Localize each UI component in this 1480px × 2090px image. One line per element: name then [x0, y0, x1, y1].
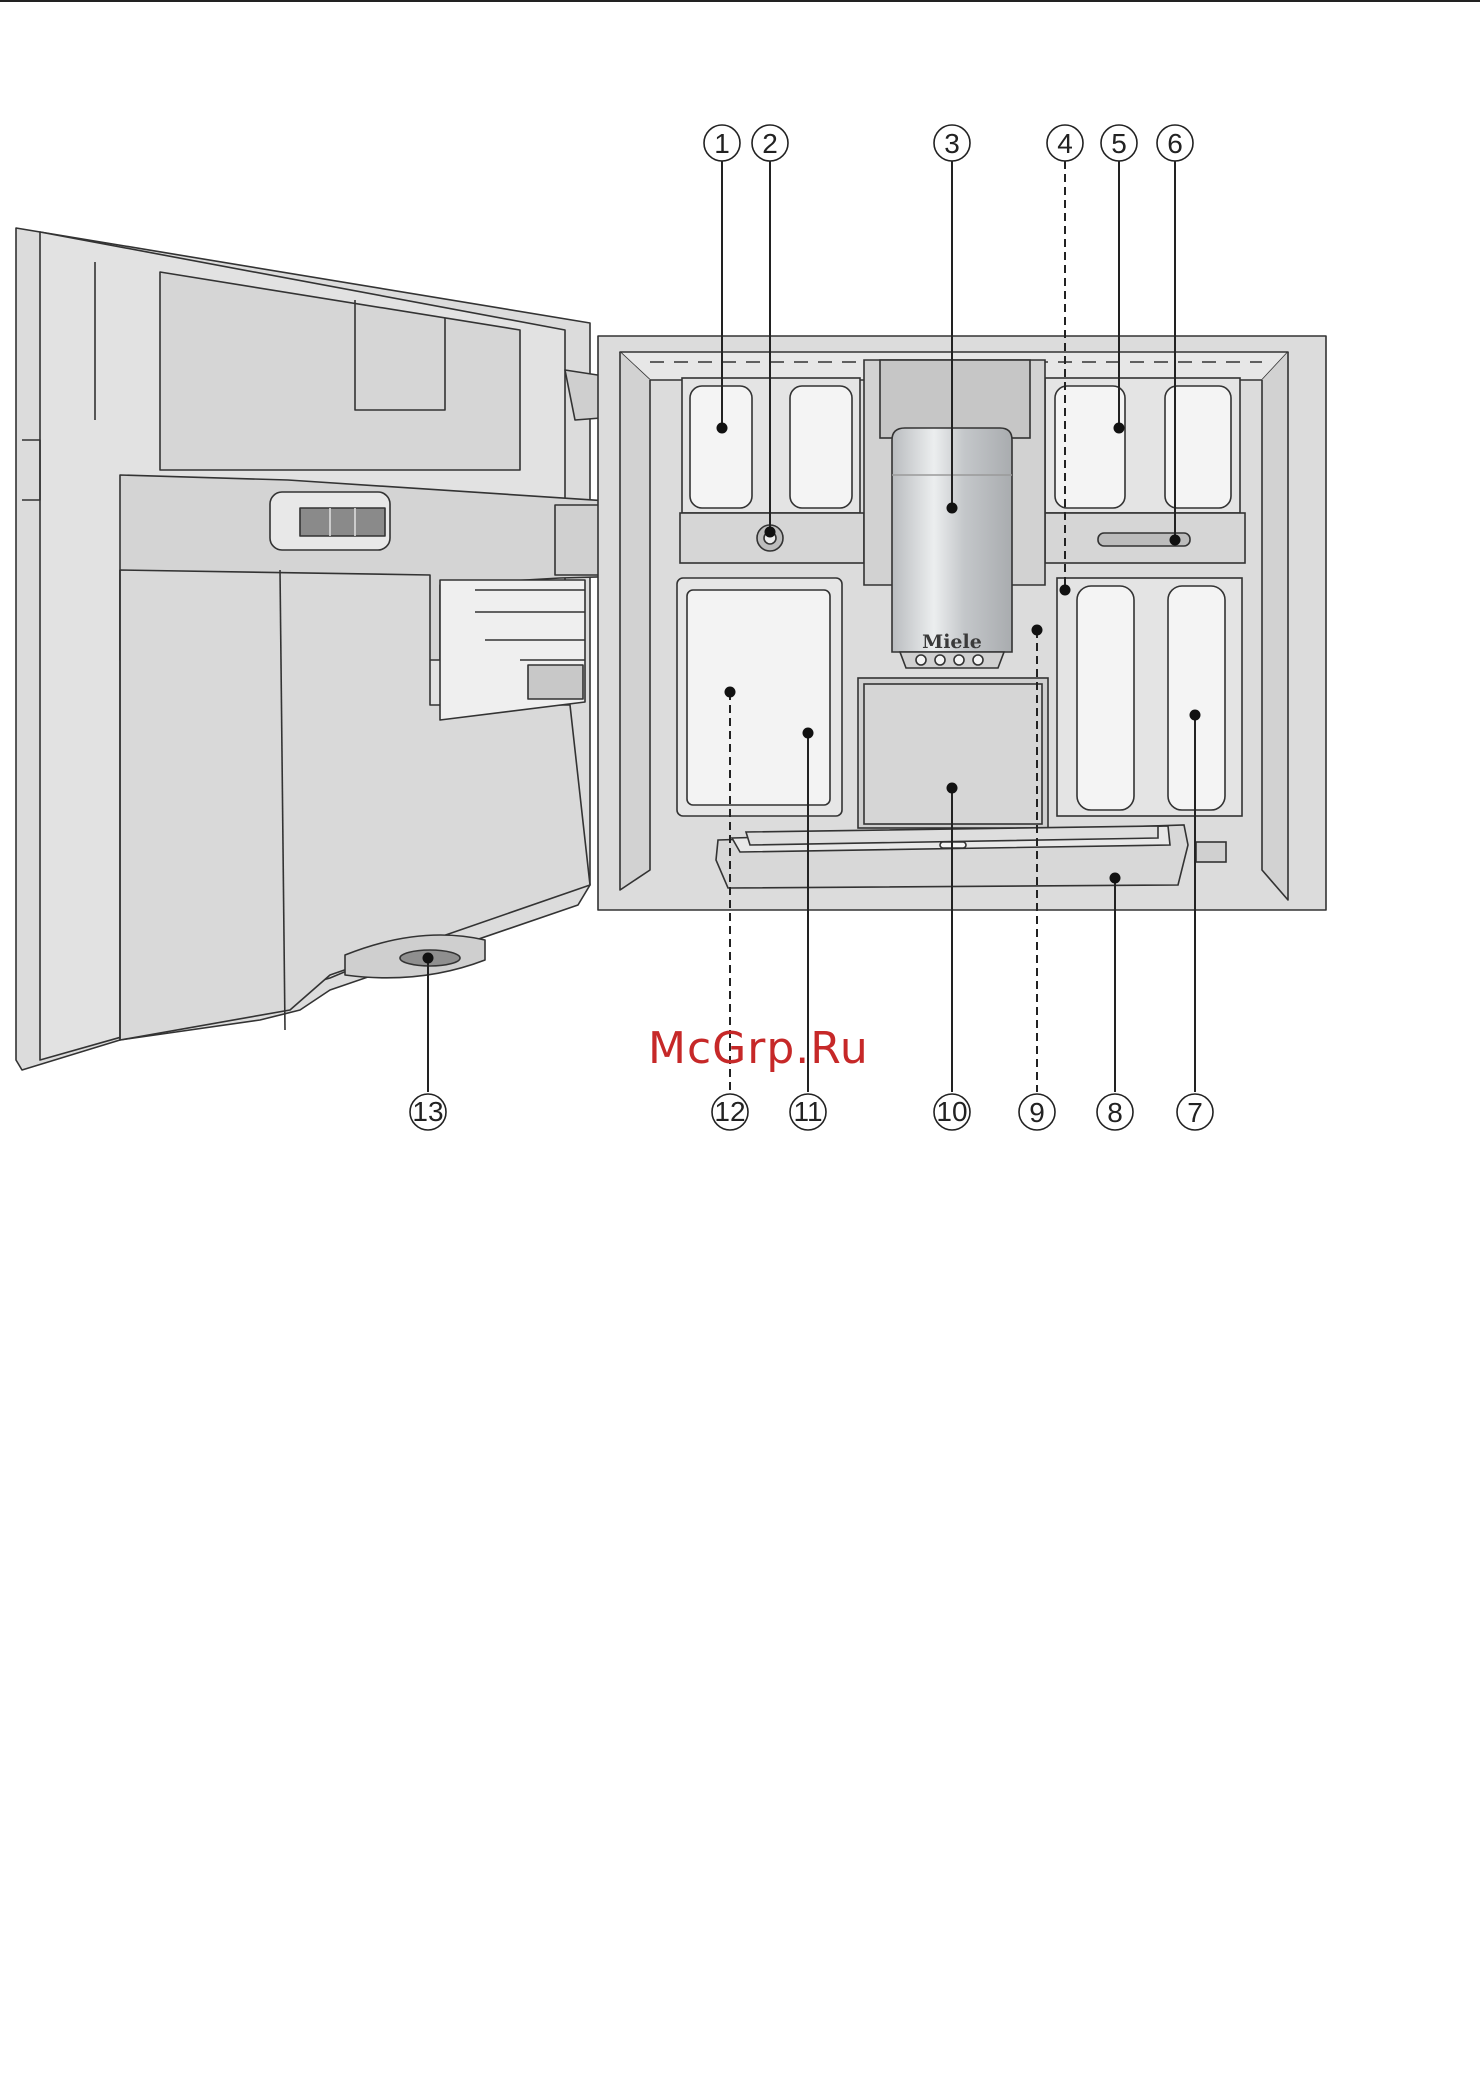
svg-text:2: 2	[762, 128, 778, 159]
callout-13: 13	[410, 1094, 446, 1130]
svg-text:5: 5	[1111, 128, 1127, 159]
appliance-diagram: Miele	[0, 0, 1480, 1160]
callout-10: 10	[934, 1094, 970, 1130]
svg-text:12: 12	[714, 1096, 745, 1127]
svg-text:4: 4	[1057, 128, 1073, 159]
callout-6: 6	[1157, 125, 1193, 161]
callout-5: 5	[1101, 125, 1137, 161]
svg-text:9: 9	[1029, 1097, 1045, 1128]
container-pair-right-tall	[1057, 578, 1242, 816]
callout-7: 7	[1177, 1094, 1213, 1130]
callout-8: 8	[1097, 1094, 1133, 1130]
callout-12: 12	[712, 1094, 748, 1130]
svg-text:7: 7	[1187, 1097, 1203, 1128]
svg-text:11: 11	[793, 1096, 822, 1127]
svg-text:8: 8	[1107, 1097, 1123, 1128]
callout-11: 11	[790, 1094, 826, 1130]
container-pair-top-right	[1045, 378, 1245, 563]
watermark-text: McGrp.Ru	[648, 1023, 869, 1074]
callout-9: 9	[1019, 1094, 1055, 1130]
svg-text:10: 10	[936, 1096, 967, 1127]
brand-label: Miele	[922, 631, 982, 653]
svg-text:1: 1	[714, 128, 730, 159]
container-lower-left	[677, 578, 842, 816]
svg-text:3: 3	[944, 128, 960, 159]
svg-text:6: 6	[1167, 128, 1183, 159]
callout-3: 3	[934, 125, 970, 161]
drip-tray	[716, 825, 1226, 888]
callout-1: 1	[704, 125, 740, 161]
svg-text:13: 13	[412, 1096, 443, 1127]
open-door	[16, 228, 670, 1070]
callout-2: 2	[752, 125, 788, 161]
callout-4: 4	[1047, 125, 1083, 161]
